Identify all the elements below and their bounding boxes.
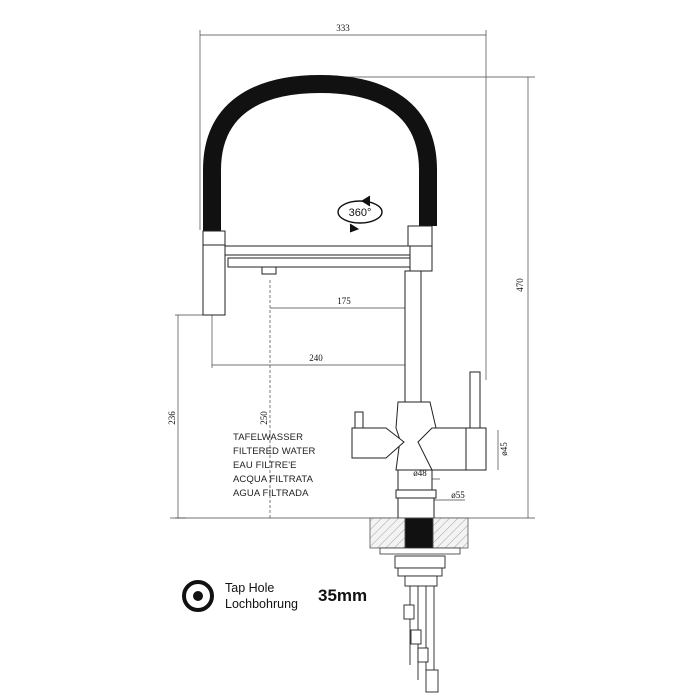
filtered-water-label-it: ACQUA FILTRATA xyxy=(233,474,314,485)
dim-body-diameter: ø48 xyxy=(413,468,427,478)
dim-spout-reach-inner: 175 xyxy=(337,296,351,306)
dim-spout-reach-outer: 240 xyxy=(309,353,323,363)
rotation-label: 360° xyxy=(349,207,372,219)
filtered-water-labels: TAFELWASSER FILTERED WATER EAU FILTRE'E … xyxy=(233,432,316,499)
pull-out-hose xyxy=(203,74,437,232)
tap-hole-size: 35mm xyxy=(318,586,368,605)
dim-overall-height: 470 xyxy=(515,278,525,292)
mounting-hardware xyxy=(394,555,446,693)
dim-base-diameter: ø55 xyxy=(451,490,465,500)
filtered-water-label-es: AGUA FILTRADA xyxy=(233,488,309,499)
filtered-water-label-de: TAFELWASSER xyxy=(233,432,303,443)
filtered-water-label-fr: EAU FILTRE'E xyxy=(233,460,297,471)
filtered-water-label-en: FILTERED WATER xyxy=(233,446,316,457)
tap-hole-label-de: Lochbohrung xyxy=(225,597,298,611)
faucet-body xyxy=(202,225,487,519)
dim-body-height: 236 xyxy=(167,411,177,425)
dim-handle-diameter: ø45 xyxy=(499,442,509,456)
rotation-360-icon: 360° xyxy=(337,195,383,233)
tap-hole-icon xyxy=(182,580,214,612)
worktop-section xyxy=(369,517,469,555)
dim-overall-width: 333 xyxy=(336,23,350,33)
tap-hole-label: Tap Hole xyxy=(225,581,275,595)
dim-spout-height: 250 xyxy=(259,411,269,425)
